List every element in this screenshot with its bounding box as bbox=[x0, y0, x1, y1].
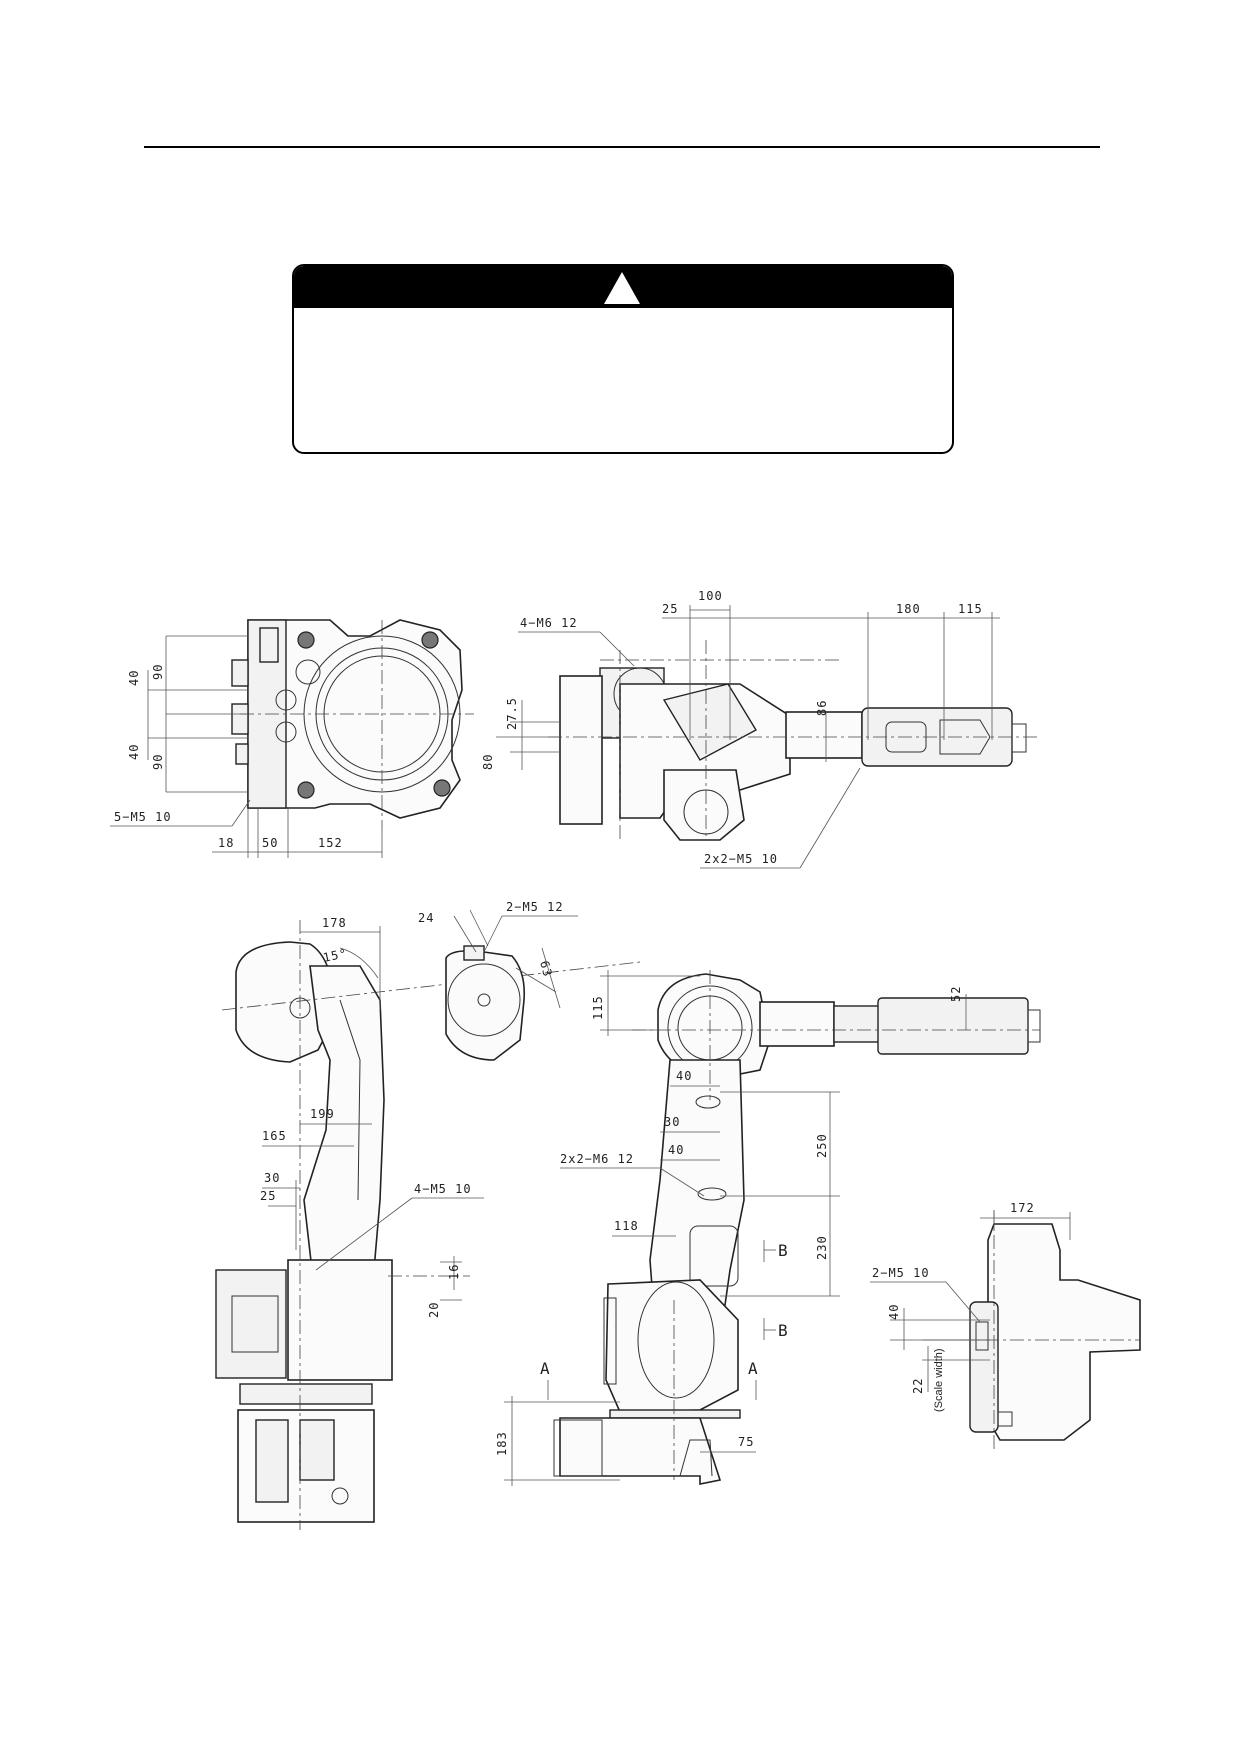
side-left-view: 178 15° 199 165 30 25 4−M5 10 16 20 bbox=[215, 916, 641, 1530]
dim-4-m5: 4−M5 10 bbox=[414, 1182, 472, 1196]
section-a-right: A bbox=[748, 1359, 759, 1378]
top-left-view: 40 90 40 90 5−M5 10 18 50 152 bbox=[110, 619, 474, 858]
dim-172: 172 bbox=[1010, 1201, 1035, 1215]
wrist-detail-view: 24 2−M5 12 63 bbox=[418, 900, 578, 1061]
dim-183: 183 bbox=[495, 1431, 509, 1456]
dim-2x2-m5: 2x2−M5 10 bbox=[704, 852, 778, 866]
dim-5-m5: 5−M5 10 bbox=[114, 810, 172, 824]
dim-90-lower: 90 bbox=[151, 754, 165, 770]
dim-2-m5-12: 2−M5 12 bbox=[506, 900, 564, 914]
dim-25: 25 bbox=[662, 602, 678, 616]
top-right-view: 100 25 180 115 4−M6 12 27.5 80 86 2x2−M5… bbox=[481, 589, 1040, 869]
dim-18: 18 bbox=[218, 836, 234, 850]
dim-152: 152 bbox=[318, 836, 343, 850]
dim-86: 86 bbox=[815, 700, 829, 716]
dim-4-m6: 4−M6 12 bbox=[520, 616, 578, 630]
dim-165: 165 bbox=[262, 1129, 287, 1143]
dim-115: 115 bbox=[958, 602, 983, 616]
dim-250: 250 bbox=[815, 1133, 829, 1158]
scale-width-note: (Scale width) bbox=[933, 1348, 945, 1412]
detail-right-view: 172 2−M5 10 40 22 (Scale width) bbox=[870, 1201, 1141, 1450]
dim-40-detail: 40 bbox=[887, 1304, 901, 1320]
side-center-view: 115 52 40 30 40 2x2−M6 12 250 230 118 B … bbox=[495, 970, 1041, 1486]
warning-header-bar bbox=[294, 266, 952, 308]
dim-90-upper: 90 bbox=[151, 664, 165, 680]
dim-22: 22 bbox=[911, 1378, 925, 1394]
dim-40-lower: 40 bbox=[668, 1143, 684, 1157]
dim-50: 50 bbox=[262, 836, 278, 850]
section-b-lower: B bbox=[778, 1321, 789, 1340]
dim-30: 30 bbox=[264, 1171, 280, 1185]
dim-24: 24 bbox=[418, 911, 434, 925]
warning-triangle-icon bbox=[604, 272, 640, 304]
dim-118: 118 bbox=[614, 1219, 639, 1233]
dim-16: 16 bbox=[447, 1264, 461, 1280]
dim-115-side: 115 bbox=[591, 995, 605, 1020]
dim-2x2-m6: 2x2−M6 12 bbox=[560, 1152, 634, 1166]
dim-52: 52 bbox=[949, 986, 963, 1002]
dim-63: 63 bbox=[537, 959, 555, 979]
dim-178: 178 bbox=[322, 916, 347, 930]
dim-40-lower: 40 bbox=[127, 744, 141, 760]
section-a-left: A bbox=[540, 1359, 551, 1378]
warning-box bbox=[292, 264, 954, 454]
dim-199: 199 bbox=[310, 1107, 335, 1121]
dim-27-5: 27.5 bbox=[505, 697, 519, 730]
dim-75: 75 bbox=[738, 1435, 754, 1449]
dim-2-m5-10: 2−M5 10 bbox=[872, 1266, 930, 1280]
dim-80: 80 bbox=[481, 754, 495, 770]
dim-180: 180 bbox=[896, 602, 921, 616]
dim-15-deg: 15° bbox=[322, 946, 349, 965]
dim-30: 30 bbox=[664, 1115, 680, 1129]
dim-40-upper: 40 bbox=[676, 1069, 692, 1083]
dim-100: 100 bbox=[698, 589, 723, 603]
dim-25: 25 bbox=[260, 1189, 276, 1203]
dim-230: 230 bbox=[815, 1235, 829, 1260]
dim-20: 20 bbox=[427, 1302, 441, 1318]
section-b-upper: B bbox=[778, 1241, 789, 1260]
header-rule bbox=[144, 146, 1100, 148]
dim-40-upper: 40 bbox=[127, 670, 141, 686]
